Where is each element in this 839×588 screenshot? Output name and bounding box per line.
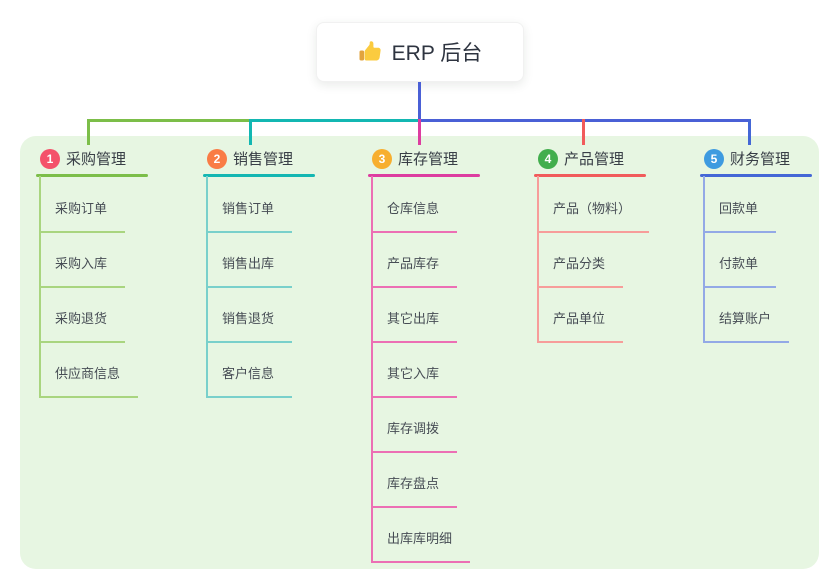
child-node[interactable]: 销售退货 — [206, 310, 293, 343]
child-node[interactable]: 结算账户 — [703, 310, 790, 343]
child-node[interactable]: 产品库存 — [371, 255, 458, 288]
child-node[interactable]: 产品（物料） — [537, 200, 650, 233]
trunk-segment-right — [419, 119, 751, 122]
child-node[interactable]: 回款单 — [703, 200, 777, 233]
branch-underline — [203, 174, 315, 177]
branch-underline — [534, 174, 646, 177]
mindmap-panel — [20, 136, 819, 569]
branch-number-badge: 3 — [372, 149, 392, 169]
branch-label[interactable]: 销售管理 — [233, 151, 294, 168]
branch-underline — [368, 174, 480, 177]
child-node[interactable]: 采购退货 — [39, 310, 126, 343]
root-title: ERP 后台 — [391, 42, 483, 65]
child-node[interactable]: 供应商信息 — [39, 365, 139, 398]
branch-number-badge: 1 — [40, 149, 60, 169]
root-node[interactable]: ERP 后台 — [316, 22, 524, 82]
trunk-segment-left — [87, 119, 252, 122]
branch-number-badge: 2 — [207, 149, 227, 169]
children-connector-line — [371, 176, 373, 563]
thumbs-up-icon — [358, 40, 382, 64]
child-node[interactable]: 其它入库 — [371, 365, 458, 398]
branch-underline — [700, 174, 812, 177]
child-node[interactable]: 销售出库 — [206, 255, 293, 288]
branch-label[interactable]: 财务管理 — [730, 151, 791, 168]
child-node[interactable]: 付款单 — [703, 255, 777, 288]
root-trunk-line — [418, 82, 421, 122]
child-node[interactable]: 产品单位 — [537, 310, 624, 343]
trunk-segment-middle — [252, 119, 419, 122]
branch-label[interactable]: 产品管理 — [564, 151, 625, 168]
child-node[interactable]: 采购入库 — [39, 255, 126, 288]
branch-drop-line — [87, 119, 90, 145]
branch-label[interactable]: 采购管理 — [66, 151, 127, 168]
child-node[interactable]: 产品分类 — [537, 255, 624, 288]
children-connector-line — [537, 176, 539, 343]
child-node[interactable]: 客户信息 — [206, 365, 293, 398]
child-node[interactable]: 其它出库 — [371, 310, 458, 343]
child-node[interactable]: 库存盘点 — [371, 475, 458, 508]
branch-drop-line — [748, 119, 751, 145]
child-node[interactable]: 采购订单 — [39, 200, 126, 233]
child-node[interactable]: 销售订单 — [206, 200, 293, 233]
child-node[interactable]: 出库库明细 — [371, 530, 471, 563]
child-node[interactable]: 库存调拨 — [371, 420, 458, 453]
branch-drop-line — [418, 119, 421, 145]
children-connector-line — [703, 176, 705, 343]
branch-drop-line — [249, 119, 252, 145]
branch-drop-line — [582, 119, 585, 145]
branch-underline — [36, 174, 148, 177]
branch-number-badge: 4 — [538, 149, 558, 169]
child-node[interactable]: 仓库信息 — [371, 200, 458, 233]
branch-number-badge: 5 — [704, 149, 724, 169]
branch-label[interactable]: 库存管理 — [398, 151, 459, 168]
